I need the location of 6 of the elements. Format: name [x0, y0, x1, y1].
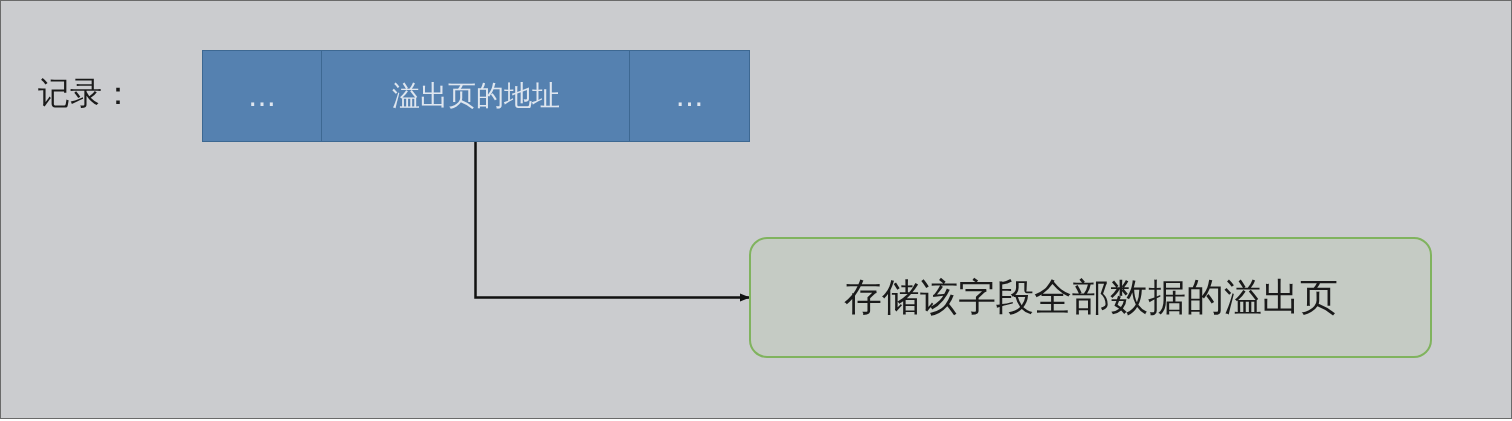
table-cell: … — [202, 50, 322, 142]
arrow — [474, 142, 750, 302]
table-cell: 溢出页的地址 — [321, 50, 630, 142]
page-box: 存储该字段全部数据的溢出页 — [749, 237, 1432, 358]
row-label: 记录： — [38, 73, 134, 114]
table-cell: … — [629, 50, 750, 142]
